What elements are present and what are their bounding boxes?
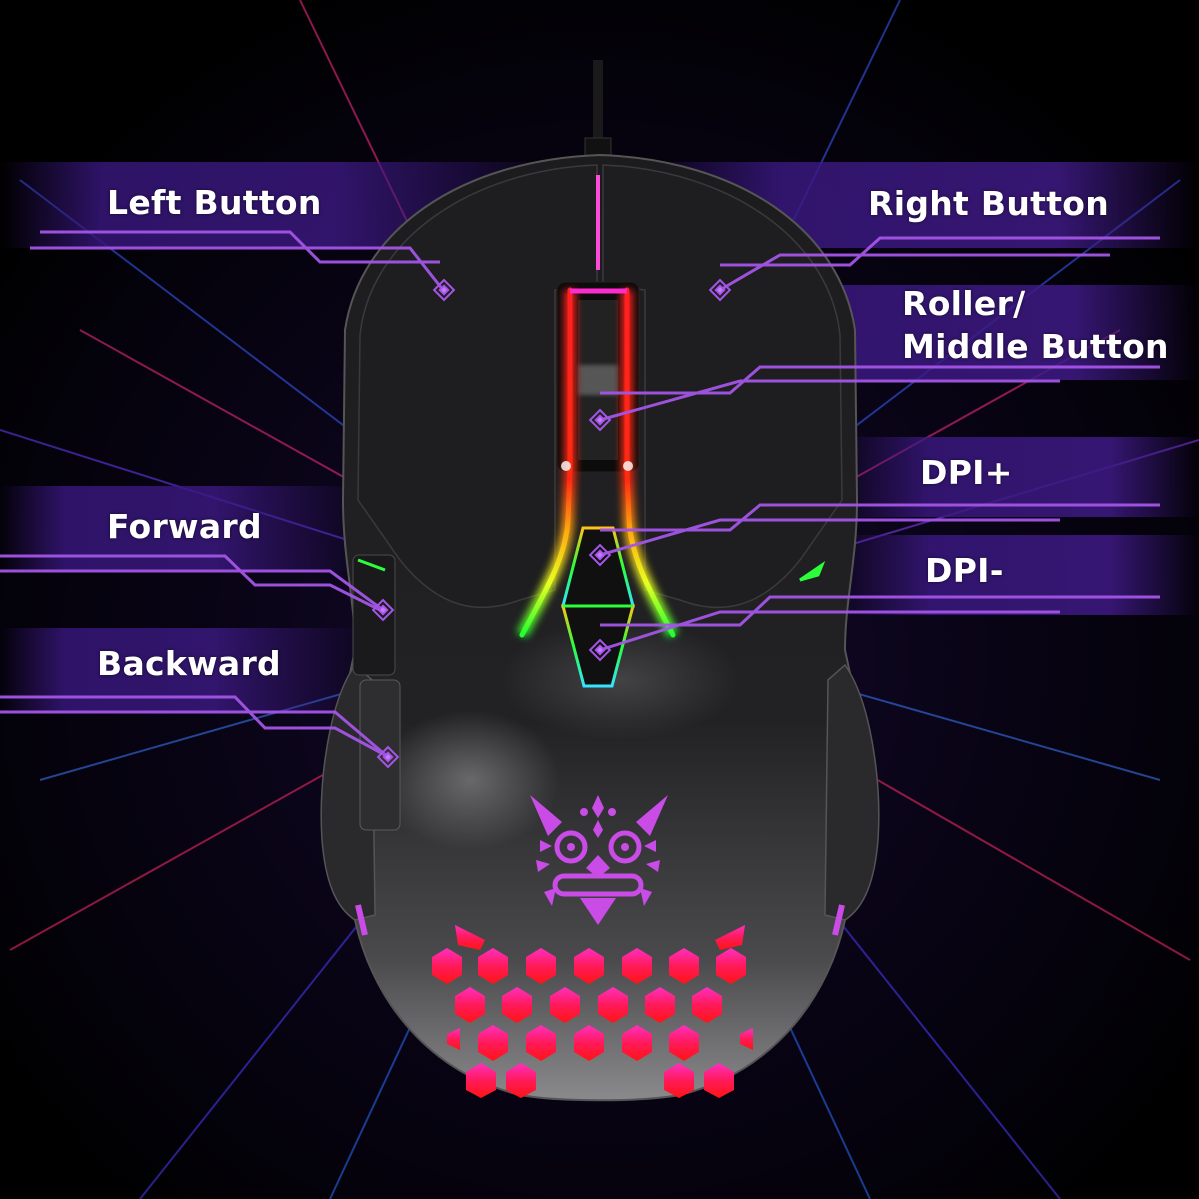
backward-label: Backward — [97, 644, 281, 683]
right-button-label: Right Button — [868, 184, 1110, 223]
forward-side-button — [352, 554, 396, 676]
dpi-minus-label: DPI- — [925, 551, 1004, 590]
dpi-plus-label: DPI+ — [920, 453, 1013, 492]
left-button-label: Left Button — [107, 183, 322, 222]
honeycomb-led-vents — [432, 925, 753, 1098]
tribal-lion-mask-icon — [530, 795, 668, 925]
right-grip — [824, 663, 880, 921]
usb-cable — [593, 60, 603, 160]
roller-label-line1: Roller/ — [902, 284, 1026, 323]
backward-side-button — [359, 679, 401, 831]
forward-label: Forward — [107, 507, 262, 546]
roller-label-line2: Middle Button — [902, 327, 1169, 366]
